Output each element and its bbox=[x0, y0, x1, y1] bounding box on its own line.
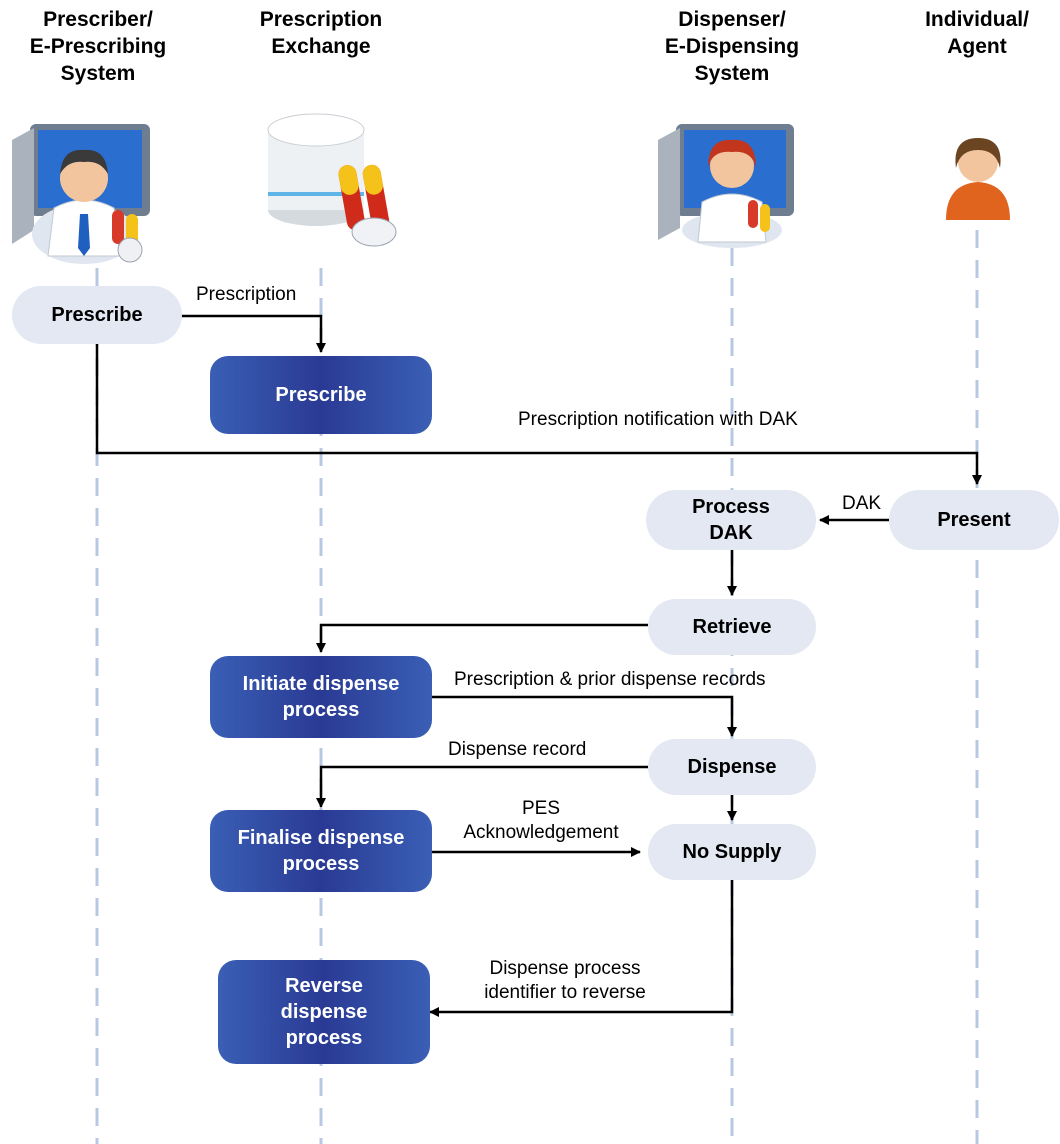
lane-title-dispenser: Dispenser/ E-Dispensing System bbox=[664, 8, 800, 85]
node-present: Present bbox=[889, 490, 1059, 550]
node-prescribe-exchange: Prescribe bbox=[210, 356, 432, 434]
doctor-computer-icon bbox=[12, 124, 150, 264]
node-initiate-dispense: Initiate dispense process bbox=[210, 656, 432, 738]
database-pills-icon bbox=[267, 113, 397, 247]
label-prior-records: Prescription & prior dispense records bbox=[454, 669, 766, 690]
arrow-notification bbox=[95, 342, 982, 485]
label-prescription: Prescription bbox=[196, 284, 297, 305]
person-icon bbox=[946, 138, 1010, 220]
arrow-dispense-record bbox=[316, 765, 648, 808]
arrow-reverse-id bbox=[429, 880, 734, 1017]
node-process-dak: Process DAK bbox=[646, 490, 816, 550]
arrow-retrieve-initiate bbox=[316, 623, 648, 653]
label-dak: DAK bbox=[842, 493, 882, 514]
lane-title-individual: Individual/ Agent bbox=[925, 8, 1029, 58]
arrow-prescription bbox=[180, 314, 326, 353]
node-retrieve: Retrieve bbox=[648, 599, 816, 655]
label-dispense-record: Dispense record bbox=[448, 739, 587, 760]
arrow-prior-records bbox=[432, 695, 737, 737]
node-reverse-dispense: Reverse dispense process bbox=[218, 960, 430, 1064]
pharmacist-computer-icon bbox=[658, 124, 794, 248]
node-no-supply: No Supply bbox=[648, 824, 816, 880]
label-pes-ack: PES Acknowledgement bbox=[463, 798, 619, 843]
node-finalise-dispense: Finalise dispense process bbox=[210, 810, 432, 892]
label-notification: Prescription notification with DAK bbox=[518, 409, 798, 430]
label-reverse-id: Dispense process identifier to reverse bbox=[484, 958, 646, 1003]
lane-title-exchange: Prescription Exchange bbox=[259, 8, 383, 58]
lane-title-prescriber: Prescriber/ E-Prescribing System bbox=[29, 8, 167, 85]
node-dispense: Dispense bbox=[648, 739, 816, 795]
node-prescribe-prescriber: Prescribe bbox=[12, 286, 182, 344]
